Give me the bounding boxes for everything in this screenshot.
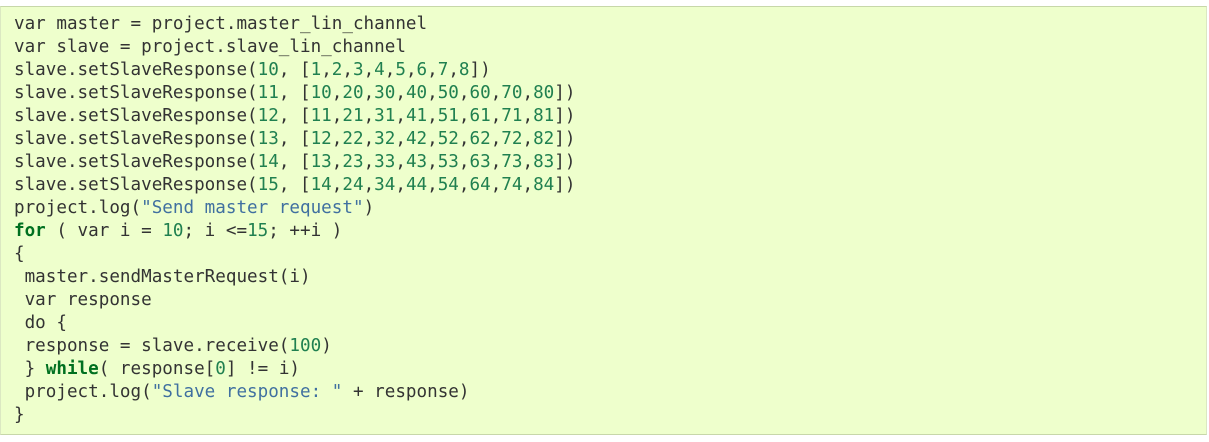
number-literal: 84 [533, 175, 555, 195]
number-literal: 14 [257, 152, 279, 172]
number-literal: 52 [437, 129, 459, 149]
code-line: response = slave.receive(100) [14, 336, 332, 356]
number-literal: 12 [257, 106, 279, 126]
number-literal: 73 [501, 152, 523, 172]
number-literal: 10 [310, 83, 332, 103]
number-literal: 64 [469, 175, 491, 195]
number-literal: 15 [257, 175, 279, 195]
code-line: slave.setSlaveResponse(10, [1,2,3,4,5,6,… [14, 60, 491, 80]
number-literal: 6 [416, 60, 428, 80]
number-literal: 0 [215, 359, 226, 379]
number-literal: 14 [310, 175, 332, 195]
number-literal: 41 [405, 106, 428, 126]
code-line: slave.setSlaveResponse(13, [12,22,32,42,… [14, 129, 576, 149]
number-literal: 33 [374, 152, 396, 172]
number-literal: 50 [437, 83, 459, 103]
number-literal: 43 [405, 152, 428, 172]
number-literal: 42 [405, 129, 428, 149]
number-literal: 31 [374, 106, 396, 126]
number-literal: 61 [469, 106, 491, 126]
number-literal: 100 [289, 336, 322, 356]
number-literal: 80 [533, 83, 555, 103]
number-literal: 74 [501, 175, 523, 195]
number-literal: 72 [501, 129, 523, 149]
number-literal: 8 [458, 60, 470, 80]
number-literal: 71 [501, 106, 523, 126]
number-literal: 10 [257, 60, 279, 80]
number-literal: 7 [437, 60, 449, 80]
number-literal: 32 [374, 129, 396, 149]
string-literal: "Slave response: " [151, 382, 343, 402]
code-line: master.sendMasterRequest(i) [14, 267, 311, 287]
number-literal: 20 [342, 83, 364, 103]
number-literal: 11 [310, 106, 332, 126]
number-literal: 34 [374, 175, 396, 195]
number-literal: 51 [437, 106, 459, 126]
code-line: var slave = project.slave_lin_channel [14, 37, 406, 57]
number-literal: 81 [533, 106, 555, 126]
code-line: project.log("Slave response: " + respons… [14, 382, 470, 402]
code-line: for ( var i = 10; i <=15; ++i ) [14, 221, 343, 241]
code-line: var master = project.master_lin_channel [14, 14, 428, 34]
number-literal: 21 [342, 106, 364, 126]
code-line: slave.setSlaveResponse(12, [11,21,31,41,… [14, 106, 576, 126]
number-literal: 12 [310, 129, 332, 149]
keyword: for [14, 221, 46, 241]
number-literal: 63 [469, 152, 491, 172]
code-line: } while( response[0] != i) [14, 359, 301, 379]
number-literal: 24 [342, 175, 364, 195]
code-line: { [14, 244, 25, 264]
number-literal: 22 [342, 129, 364, 149]
code-line: slave.setSlaveResponse(11, [10,20,30,40,… [14, 83, 576, 103]
number-literal: 70 [501, 83, 523, 103]
number-literal: 1 [310, 60, 322, 80]
string-literal: "Send master request" [141, 198, 364, 218]
number-literal: 53 [437, 152, 459, 172]
number-literal: 40 [405, 83, 428, 103]
number-literal: 54 [437, 175, 459, 195]
code-line: var response [14, 290, 152, 310]
number-literal: 82 [533, 129, 555, 149]
number-literal: 44 [405, 175, 428, 195]
number-literal: 13 [310, 152, 332, 172]
code-line: do { [14, 313, 67, 333]
code-line: project.log("Send master request") [14, 198, 375, 218]
number-literal: 23 [342, 152, 364, 172]
number-literal: 30 [374, 83, 396, 103]
number-literal: 15 [247, 221, 269, 241]
number-literal: 11 [257, 83, 279, 103]
number-literal: 60 [469, 83, 491, 103]
number-literal: 3 [352, 60, 364, 80]
code-line: slave.setSlaveResponse(15, [14,24,34,44,… [14, 175, 576, 195]
number-literal: 4 [374, 60, 385, 80]
number-literal: 2 [331, 60, 343, 80]
code-line: slave.setSlaveResponse(14, [13,23,33,43,… [14, 152, 576, 172]
code-line: } [14, 405, 25, 425]
number-literal: 5 [395, 60, 406, 80]
number-literal: 13 [257, 129, 279, 149]
number-literal: 62 [469, 129, 491, 149]
number-literal: 83 [533, 152, 555, 172]
keyword: while [45, 359, 99, 379]
number-literal: 10 [162, 221, 184, 241]
